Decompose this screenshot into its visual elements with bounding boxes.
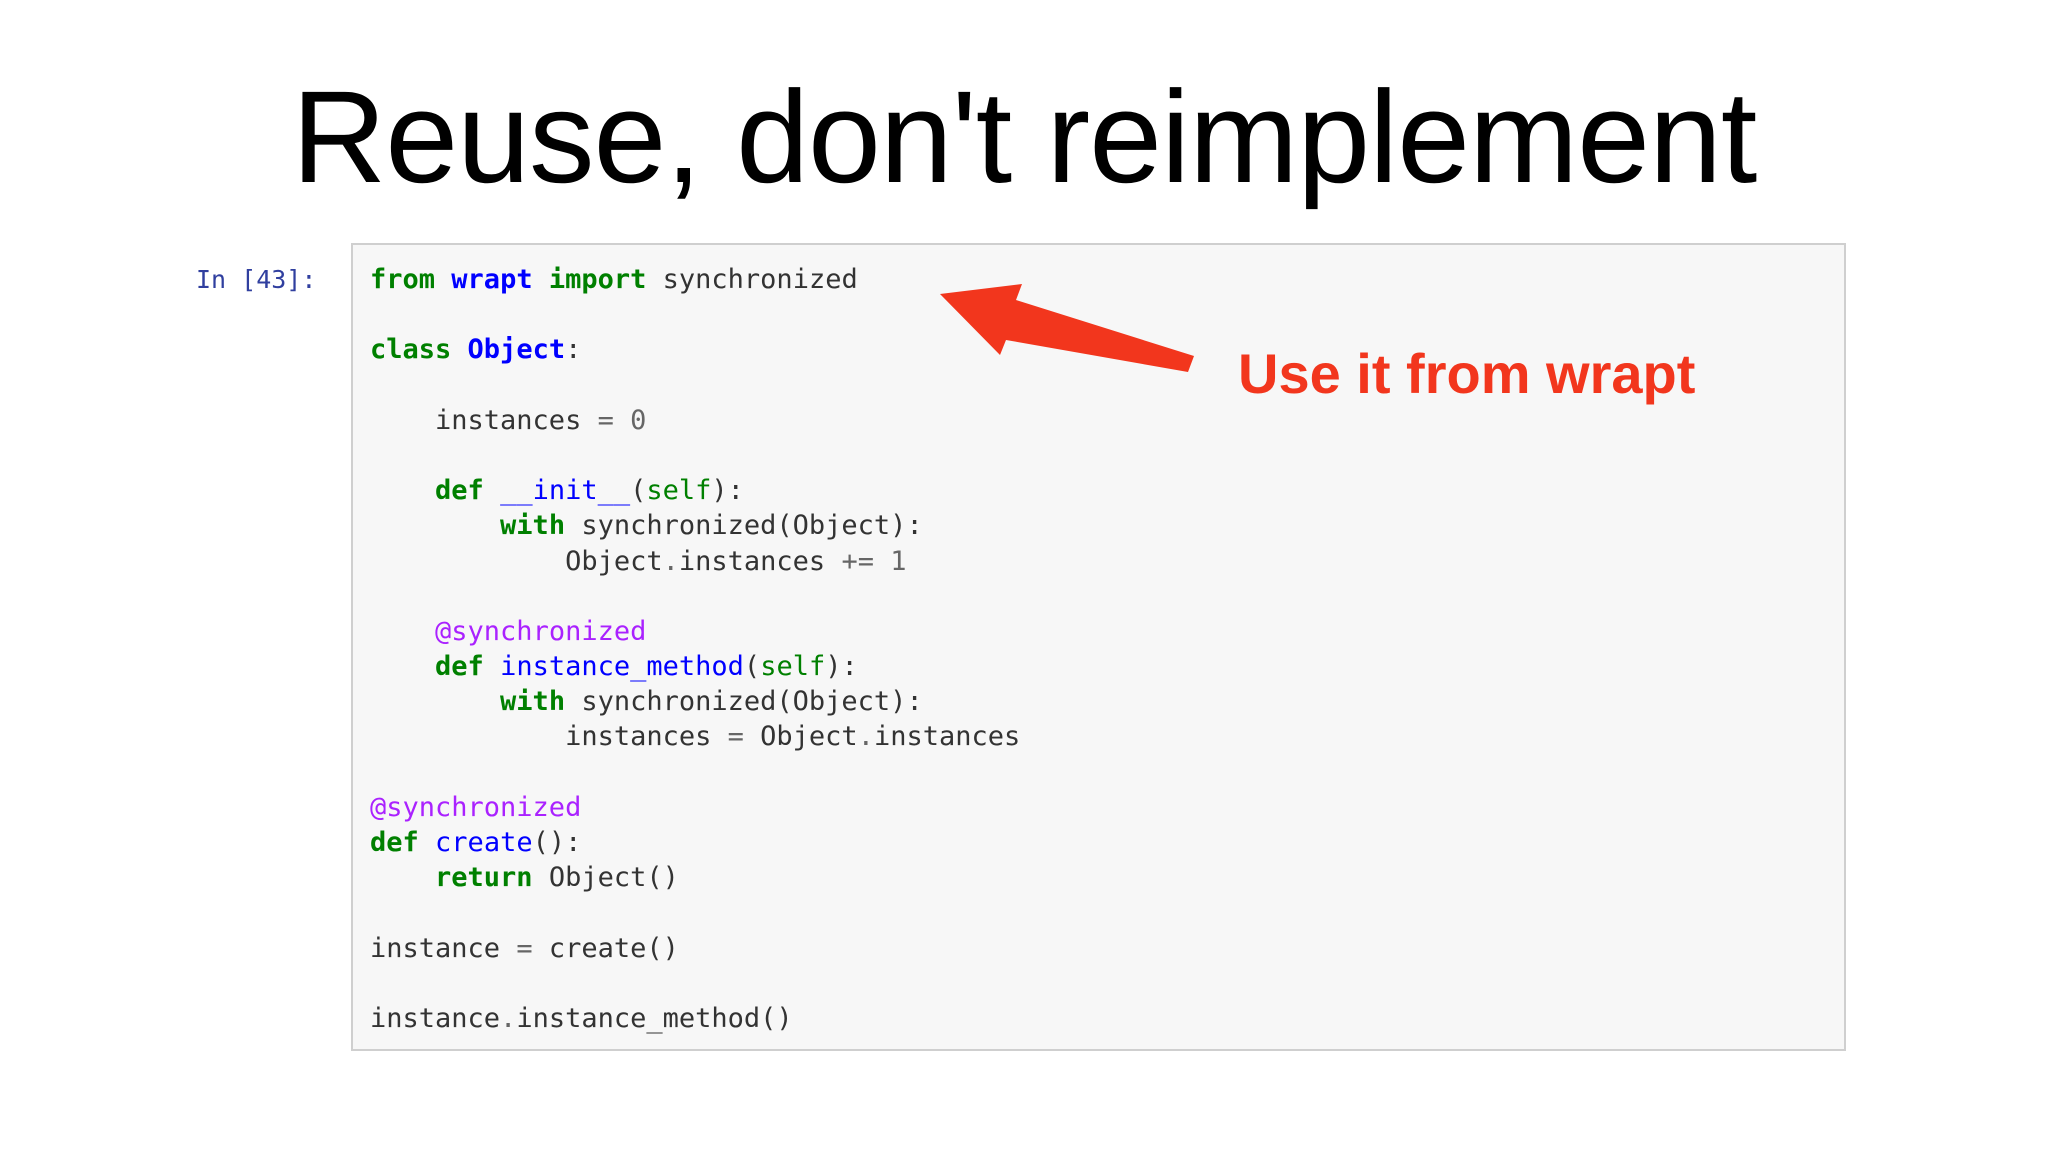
code-line [370, 755, 1020, 790]
code-token [370, 686, 500, 717]
code-token: Object() [532, 862, 679, 894]
code-token: instances [678, 545, 842, 577]
code-token: instance [370, 932, 517, 964]
code-token: def [435, 651, 484, 683]
code-token: self [760, 651, 826, 683]
code-line: @synchronized [370, 614, 1020, 649]
code-line [370, 438, 1020, 473]
code-line: from wrapt import synchronized [370, 262, 1020, 297]
code-token [614, 405, 630, 436]
code-token: . [500, 1002, 517, 1034]
code-token: instance [370, 1002, 501, 1034]
code-line [370, 579, 1020, 614]
code-line [370, 966, 1020, 1001]
code-token: = [597, 404, 614, 436]
code-line: instance = create() [370, 931, 1020, 966]
code-cell[interactable] [351, 243, 1846, 1051]
red-arrow-icon [940, 284, 1194, 372]
code-token [533, 264, 549, 295]
code-token [484, 475, 500, 506]
code-token: Object [743, 721, 858, 753]
code-token: (): [532, 827, 582, 858]
code-token: with [500, 510, 566, 542]
code-token [370, 475, 435, 506]
code-token [419, 827, 435, 858]
code-token: : [565, 334, 582, 366]
annotation-text: Use it from wrapt [1238, 342, 1696, 405]
code-line: @synchronized [370, 790, 1020, 825]
code-token: create [435, 827, 533, 858]
code-line: instances = Object.instances [370, 719, 1020, 754]
code-token: instances [370, 721, 728, 753]
code-token: . [662, 545, 679, 577]
code-token [484, 651, 500, 682]
code-block[interactable]: from wrapt import synchronized class Obj… [370, 262, 1020, 1036]
code-token: return [435, 862, 533, 894]
code-token [370, 616, 435, 647]
code-token: 1 [890, 545, 907, 577]
code-token: wrapt [451, 264, 533, 295]
code-token: 0 [630, 404, 647, 436]
code-line: Object.instances += 1 [370, 544, 1020, 579]
code-token [435, 264, 451, 295]
code-token: Object [370, 545, 663, 577]
code-token: synchronized(Object): [565, 686, 923, 718]
code-token: import [548, 264, 647, 295]
code-line [370, 368, 1020, 403]
cell-prompt: In [43]: [196, 265, 317, 294]
code-token: instance_method() [516, 1002, 793, 1034]
code-line: instance.instance_method() [370, 1001, 1020, 1036]
code-token [874, 546, 890, 577]
code-line [370, 297, 1020, 332]
code-token: synchronized(Object): [565, 510, 923, 542]
code-token: ): [711, 475, 744, 507]
arrow-shaft [940, 284, 1194, 372]
code-line: return Object() [370, 860, 1020, 895]
code-token [451, 334, 467, 365]
code-token: def [435, 475, 484, 507]
code-line: def instance_method(self): [370, 649, 1020, 684]
code-token [370, 651, 435, 682]
code-token: class [370, 334, 452, 366]
code-line: class Object: [370, 332, 1020, 367]
code-line: def __init__(self): [370, 473, 1020, 508]
code-token [370, 510, 500, 541]
code-token: create() [532, 932, 679, 964]
code-line: def create(): [370, 825, 1020, 860]
code-line: with synchronized(Object): [370, 508, 1020, 543]
code-token: ): [825, 651, 858, 683]
code-token: @synchronized [435, 615, 647, 647]
code-token: @synchronized [370, 791, 582, 823]
code-token: Object [467, 334, 566, 366]
slide-title: Reuse, don't reimplement [291, 63, 1758, 210]
code-token: += [841, 545, 874, 577]
code-token: ( [630, 475, 647, 507]
code-token: = [516, 932, 533, 964]
code-token: instances [370, 404, 598, 436]
code-token: ( [743, 651, 761, 683]
code-token [370, 862, 435, 893]
code-line [370, 895, 1020, 930]
code-token: def [370, 827, 419, 858]
code-token: instance_method [500, 651, 744, 683]
code-token: . [857, 721, 874, 753]
code-token: from [370, 264, 436, 295]
code-token: = [727, 721, 744, 753]
code-token: instances [873, 721, 1021, 753]
code-token: self [646, 475, 712, 507]
code-token: with [500, 686, 566, 718]
code-token: synchronized [646, 264, 858, 295]
code-token: __init__ [500, 475, 631, 507]
code-line: with synchronized(Object): [370, 684, 1020, 719]
code-line: instances = 0 [370, 403, 1020, 438]
